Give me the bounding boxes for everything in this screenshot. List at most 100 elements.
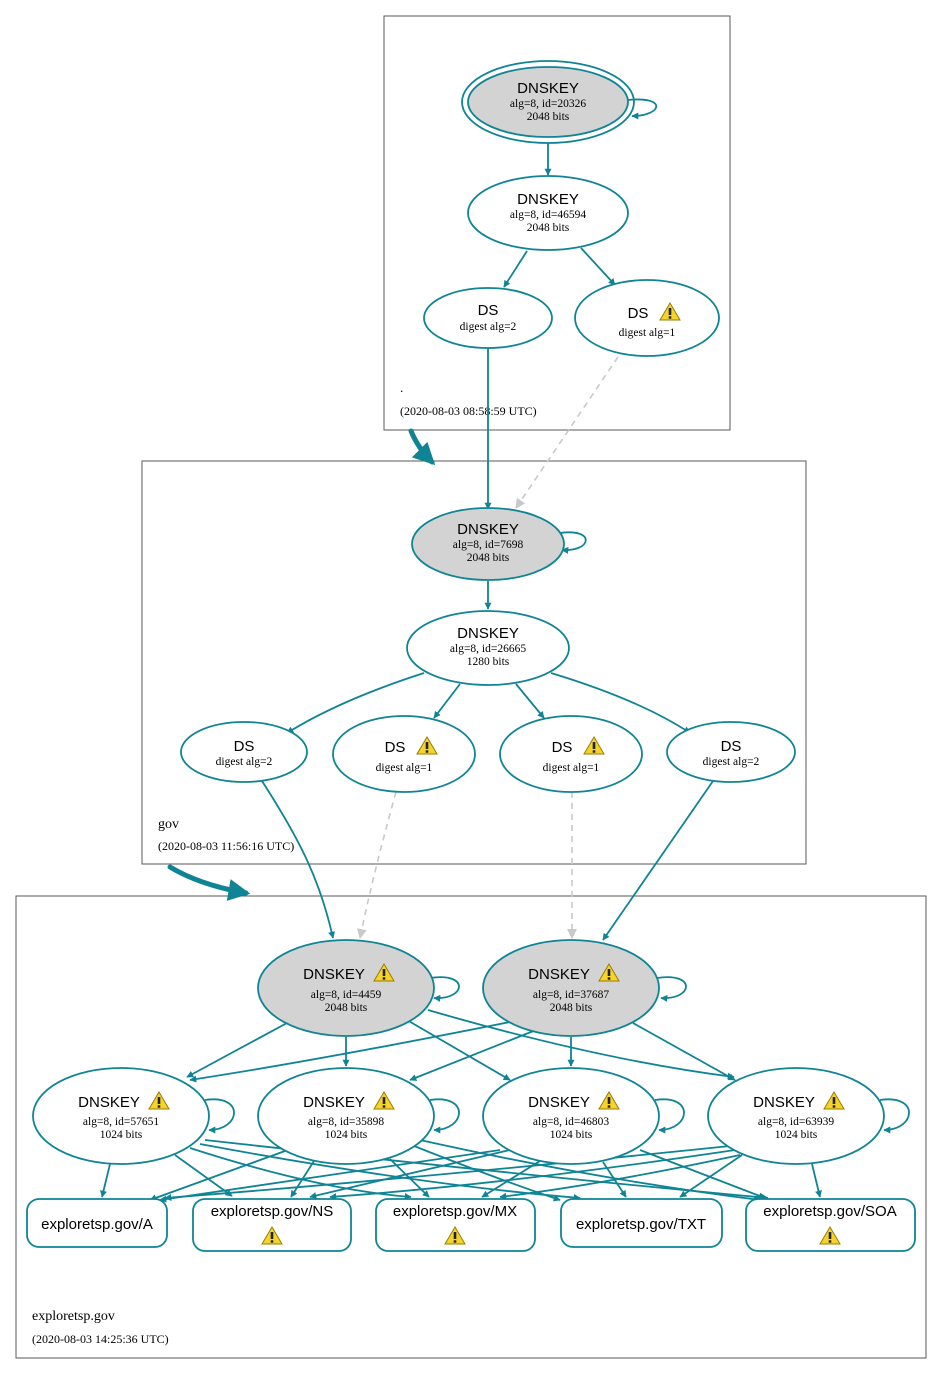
self-signature-edge (654, 1098, 685, 1134)
node-title: DNSKEY (753, 1094, 815, 1111)
signature-edge (419, 1139, 761, 1203)
signature-edge (580, 247, 616, 286)
signature-edge (164, 1145, 731, 1202)
signature-edge (100, 1163, 111, 1198)
node-key-info: alg=8, id=46803 (533, 1116, 609, 1128)
rrset-label: exploretsp.gov/MX (393, 1203, 517, 1220)
node-title: DS (234, 738, 255, 755)
rrset-label: exploretsp.gov/NS (211, 1203, 334, 1220)
signature-edge (499, 1154, 741, 1200)
dnskey-node-20326[interactable]: DNSKEY alg=8, id=20326 2048 bits (461, 60, 635, 144)
zone-gov-box (141, 460, 807, 865)
node-key-size: 2048 bits (467, 552, 510, 564)
ds-digest-edge-unused (356, 791, 397, 939)
zone-gov-name: gov (158, 817, 179, 832)
node-title: DS (552, 739, 573, 756)
rrset-label: exploretsp.gov/TXT (576, 1216, 706, 1233)
self-signature-edge (429, 1098, 460, 1134)
ds-node-root-alg1[interactable]: DS digest alg=1 (574, 279, 720, 357)
signature-edge (413, 1145, 561, 1202)
rrset-label: exploretsp.gov/SOA (763, 1203, 896, 1220)
self-signature-edge (656, 976, 687, 1002)
node-key-info: alg=8, id=26665 (450, 643, 526, 655)
delegation-arrow-root-gov (408, 428, 436, 466)
ds-digest-edge (261, 780, 336, 939)
signature-edge (286, 672, 425, 734)
signature-edge (515, 683, 545, 719)
zone-root-box (383, 15, 731, 431)
node-key-info: alg=8, id=20326 (510, 98, 586, 110)
rrset-label: exploretsp.gov/A (41, 1216, 153, 1233)
node-key-info: alg=8, id=4459 (311, 989, 382, 1001)
signature-edge (550, 672, 691, 734)
dnskey-node-46803[interactable]: DNSKEY alg=8, id=46803 1024 bits (482, 1067, 660, 1165)
node-key-info: alg=8, id=7698 (453, 539, 524, 551)
signature-edge (433, 683, 461, 719)
signature-edge (329, 1149, 736, 1201)
zone-exploretsp-name: exploretsp.gov (32, 1309, 115, 1324)
signature-edge (639, 1149, 766, 1200)
delegation-arrow-gov-exploretsp (167, 864, 251, 901)
signature-edge (679, 1154, 743, 1198)
signature-edge (189, 1021, 511, 1083)
node-title: DNSKEY (528, 1094, 590, 1111)
dnskey-node-7698[interactable]: DNSKEY alg=8, id=7698 2048 bits (411, 507, 565, 581)
node-title: DNSKEY (78, 1094, 140, 1111)
self-signature-edge (879, 1098, 910, 1134)
node-key-info: alg=8, id=63939 (758, 1116, 834, 1128)
node-key-info: alg=8, id=57651 (83, 1116, 159, 1128)
dnskey-node-46594[interactable]: DNSKEY alg=8, id=46594 2048 bits (467, 175, 629, 251)
signature-edge (632, 1022, 736, 1081)
dnskey-node-57651[interactable]: DNSKEY alg=8, id=57651 1024 bits (32, 1067, 210, 1165)
node-title: DS (628, 305, 649, 322)
rrset-node-a[interactable]: exploretsp.gov/A (26, 1198, 168, 1248)
node-key-info: alg=8, id=46594 (510, 209, 586, 221)
signature-edge (186, 1022, 288, 1078)
node-key-size: 2048 bits (550, 1002, 593, 1014)
ds-node-gov-alg2-left[interactable]: DS digest alg=2 (180, 721, 308, 783)
node-title: DNSKEY (517, 191, 579, 208)
signature-edge (406, 1019, 511, 1081)
node-key-info: alg=8, id=35898 (308, 1116, 384, 1128)
node-title: DNSKEY (457, 521, 519, 538)
dnskey-node-4459[interactable]: DNSKEY alg=8, id=4459 2048 bits (257, 939, 435, 1037)
node-title: DNSKEY (303, 1094, 365, 1111)
node-digest: digest alg=2 (460, 321, 517, 333)
node-title: DNSKEY (303, 966, 365, 983)
ds-digest-edge (602, 780, 714, 941)
ds-node-gov-alg1-right[interactable]: DS digest alg=1 (499, 715, 643, 793)
zone-exploretsp-box (15, 895, 927, 1359)
signature-edge (149, 1150, 286, 1202)
ds-node-gov-alg2-right[interactable]: DS digest alg=2 (666, 721, 796, 783)
signature-edge (189, 1147, 412, 1201)
node-digest: digest alg=1 (619, 327, 676, 339)
dnskey-node-63939[interactable]: DNSKEY alg=8, id=63939 1024 bits (707, 1067, 885, 1165)
self-signature-edge (627, 98, 658, 120)
dnskey-node-37687[interactable]: DNSKEY alg=8, id=37687 2048 bits (482, 939, 660, 1037)
signature-edge (427, 1009, 735, 1080)
node-title: DNSKEY (517, 80, 579, 97)
ds-node-gov-alg1-left[interactable]: DS digest alg=1 (332, 715, 476, 793)
node-title: DNSKEY (457, 625, 519, 642)
signature-edge (409, 1029, 537, 1081)
node-key-size: 1024 bits (325, 1129, 368, 1141)
ds-node-root-alg2[interactable]: DS digest alg=2 (423, 287, 553, 349)
self-signature-edge (429, 976, 460, 1002)
signature-edge (811, 1163, 822, 1198)
rrset-node-mx[interactable]: exploretsp.gov/MX (375, 1198, 536, 1252)
dnskey-node-35898[interactable]: DNSKEY alg=8, id=35898 1024 bits (257, 1067, 435, 1165)
node-key-size: 2048 bits (527, 222, 570, 234)
node-key-size: 1024 bits (775, 1129, 818, 1141)
zone-root-name: . (400, 380, 403, 395)
rrset-node-ns[interactable]: exploretsp.gov/NS (192, 1198, 352, 1252)
node-title: DS (478, 302, 499, 319)
zone-exploretsp-timestamp: (2020-08-03 14:25:36 UTC) (32, 1332, 169, 1346)
rrset-node-soa[interactable]: exploretsp.gov/SOA (745, 1198, 916, 1252)
node-title: DNSKEY (528, 966, 590, 983)
rrset-node-txt[interactable]: exploretsp.gov/TXT (560, 1198, 723, 1248)
node-title: DS (385, 739, 406, 756)
dnskey-node-26665[interactable]: DNSKEY alg=8, id=26665 1280 bits (406, 610, 570, 686)
node-digest: digest alg=2 (703, 756, 760, 768)
zone-gov-timestamp: (2020-08-03 11:56:16 UTC) (158, 839, 294, 853)
edges (100, 98, 910, 1203)
